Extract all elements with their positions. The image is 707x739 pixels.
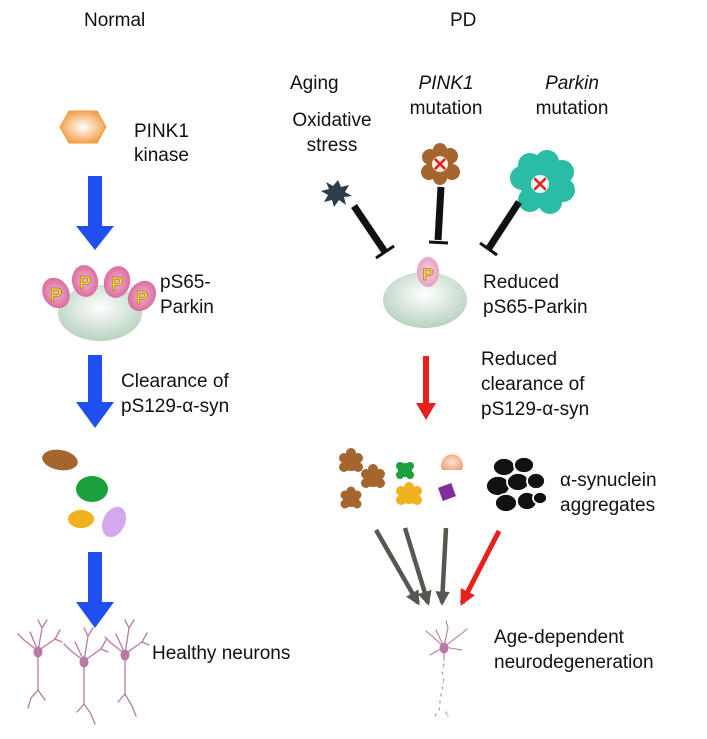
healthy-neurons [17, 619, 150, 725]
degenerating-neuron-soma [439, 642, 449, 654]
factor-aging: Aging [290, 73, 339, 94]
phospho-group: P P P P [42, 265, 157, 312]
inhibition-bars [351, 186, 522, 260]
phospho-mark: P [50, 285, 62, 305]
normal-arrow-1 [76, 176, 114, 250]
reduced-clearance-arrow [416, 356, 436, 420]
alpha-synuclein-aggregate [485, 456, 548, 513]
phospho-mark: P [136, 288, 148, 308]
oxidative-stress-star [321, 180, 352, 207]
healthy-neuron-somas [33, 646, 130, 668]
healthy-neurons-label: Healthy neurons [152, 643, 291, 664]
phospho-mark: P [111, 274, 123, 294]
parkin-mutant-protein [510, 150, 575, 214]
normal-arrow-2 [76, 355, 114, 428]
phospho-mark: P [422, 265, 433, 284]
pink1-mutant-protein [421, 143, 460, 185]
panel-title-normal: Normal [84, 10, 146, 31]
pS65-parkin-normal: P P P P [42, 265, 157, 341]
panel-title-pd: PD [450, 10, 477, 31]
reduced-pS65-parkin: P [383, 257, 467, 328]
degenerating-neuron [425, 620, 468, 718]
cleared-protein-fragments [42, 449, 127, 538]
phospho-mark: P [79, 273, 91, 293]
converging-arrows [374, 527, 450, 606]
accumulated-proteins [339, 448, 464, 509]
aggregate-arrow [459, 529, 502, 606]
pink1-kinase-hexagon [59, 110, 107, 144]
normal-arrow-3 [76, 552, 114, 628]
